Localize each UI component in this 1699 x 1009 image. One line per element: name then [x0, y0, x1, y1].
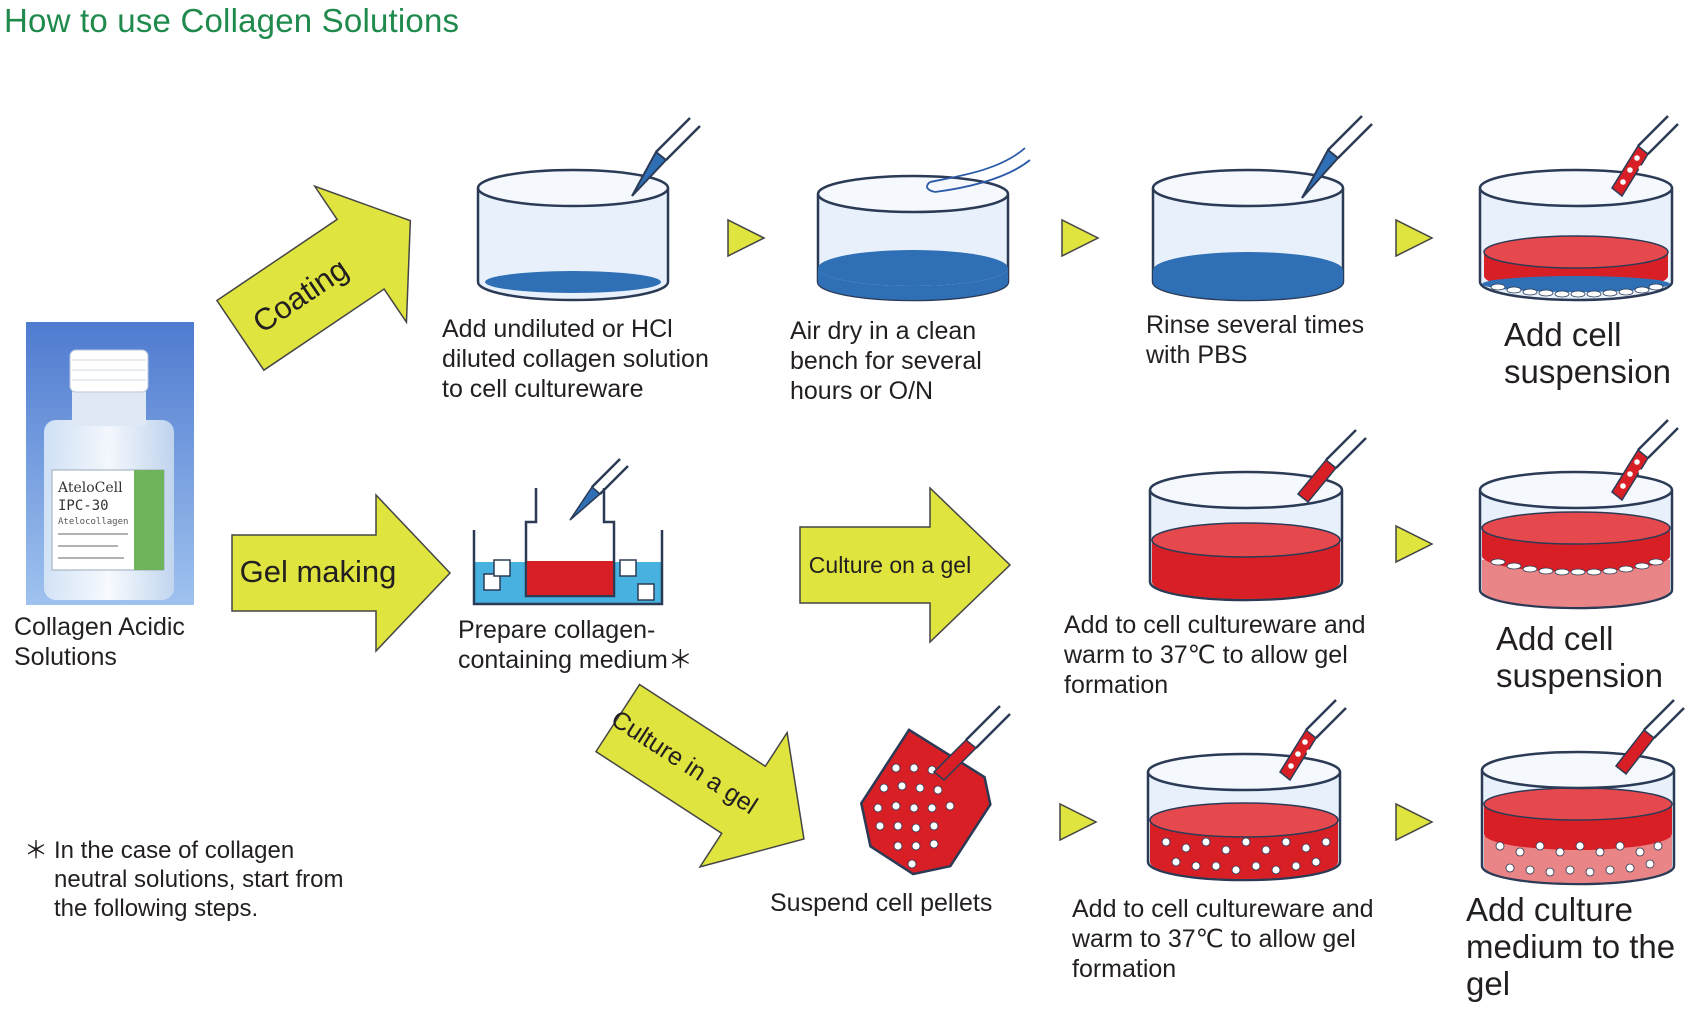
gel-dish-cells-on-top [1478, 470, 1674, 610]
step-triangles [727, 218, 1434, 842]
cell-pipette-icon [1279, 699, 1347, 782]
on-gel-step-2-caption: Add cell suspension [1496, 620, 1663, 694]
culture-in-gel-arrow: Culture in a gel [594, 683, 805, 869]
step-triangle [1395, 524, 1434, 564]
bottle-sub-text: Atelocollagen [58, 517, 128, 527]
bottle-brand-text: AteloCell [57, 480, 123, 496]
bottle-code-text: IPC-30 [58, 498, 109, 514]
step-triangle [1395, 218, 1434, 258]
coating-step-1-caption: Add undiluted or HCl diluted collagen so… [442, 315, 709, 403]
ice-bath-icon [472, 488, 664, 606]
pipette-icon [1614, 699, 1685, 776]
coating-dish-4-cells [1478, 168, 1674, 302]
product-caption: Collagen Acidic Solutions [14, 613, 185, 671]
cell-pipette-icon [1611, 115, 1679, 198]
collagen-bottle-photo: AteloCell IPC-30 Atelocollagen [26, 322, 194, 605]
step-triangle [727, 218, 766, 258]
culture-on-gel-arrow: Culture on a gel [799, 486, 1012, 644]
page-title: How to use Collagen Solutions [4, 2, 460, 39]
coating-step-2-caption: Air dry in a clean bench for several hou… [790, 317, 982, 405]
step-triangle [1061, 218, 1100, 258]
pipette-icon [569, 458, 629, 521]
gel-dish-cells-embedded [1146, 752, 1342, 882]
cell-pellet-tube-icon [859, 728, 992, 876]
in-gel-step-2-caption: Add to cell cultureware and warm to 37℃ … [1072, 895, 1374, 983]
coating-arrow: Coating [215, 184, 412, 372]
coating-step-3-caption: Rinse several times with PBS [1146, 311, 1365, 369]
gel-making-arrow: Gel making [231, 493, 452, 653]
footnote-marker: ＊ [24, 836, 48, 864]
coating-dish-2 [816, 174, 1010, 302]
cell-pipette-icon [1611, 419, 1679, 502]
step-triangle [1395, 802, 1434, 842]
culture-on-gel-arrow-label: Culture on a gel [809, 552, 971, 578]
in-gel-step-1-caption: Suspend cell pellets [770, 889, 993, 917]
coating-step-4-caption: Add cell suspension [1504, 316, 1671, 390]
coating-dish-1 [476, 168, 670, 302]
pipette-icon [932, 705, 1011, 782]
gel-prep-caption: Prepare collagen- containing medium＊ [458, 616, 693, 674]
footnote-text: In the case of collagen neutral solution… [54, 837, 344, 922]
gel-dish-warm [1148, 470, 1344, 602]
step-triangle [1059, 802, 1098, 842]
on-gel-step-1-caption: Add to cell cultureware and warm to 37℃ … [1064, 611, 1366, 699]
pipette-icon [631, 117, 701, 197]
pipette-icon [1301, 115, 1373, 199]
gel-making-arrow-label: Gel making [240, 554, 397, 589]
pipette-icon [1296, 429, 1367, 504]
footnote: ＊ In the case of collagen neutral soluti… [24, 836, 404, 936]
gel-dish-medium-added [1480, 750, 1676, 886]
coating-dish-3 [1151, 168, 1345, 302]
in-gel-step-3-caption: Add culture medium to the gel [1466, 891, 1676, 1002]
air-flow-icon [926, 147, 1031, 193]
